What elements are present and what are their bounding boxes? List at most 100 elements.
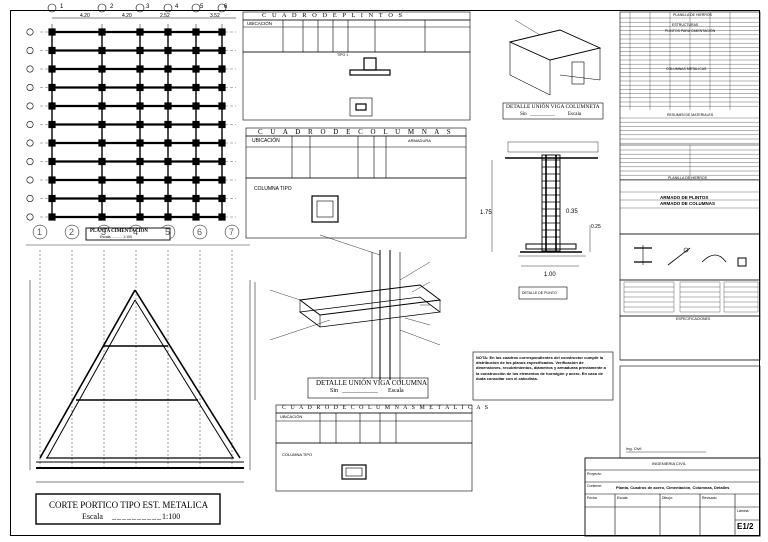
- plan-axis-5: 5: [200, 4, 204, 10]
- plan-node: [192, 120, 200, 129]
- portico-axis-number: 5: [165, 227, 171, 237]
- nota-text: NOTA: En los cuadros correspondientes de…: [476, 355, 606, 381]
- metalicas-title: C U A D R O D E C O L U M N A S M E T A …: [282, 405, 490, 411]
- plan-node: [98, 157, 106, 166]
- portico-axis-circle: [192, 224, 208, 240]
- plan-node: [48, 176, 56, 184]
- column-dim-small: 0.25: [591, 224, 601, 230]
- plan-span-4: 3.52: [210, 13, 220, 19]
- plan-node: [48, 157, 56, 166]
- tb-revisado-label: Revisado: [702, 496, 717, 500]
- plan-node: [136, 157, 144, 166]
- nota-box: [472, 351, 614, 401]
- plan-node: [218, 176, 226, 184]
- detalle-mid-line: ____________: [342, 388, 378, 394]
- plan-node: [164, 120, 172, 129]
- portico-axis-number: 2: [69, 227, 75, 237]
- column-elevation: [491, 141, 599, 300]
- schedule-section-2: PLINTOS PARA CIMENTACIÓN: [665, 29, 716, 33]
- plan-axis-circle: [26, 158, 34, 166]
- plan-node: [164, 28, 172, 36]
- plan-node: [192, 28, 200, 36]
- tb-dibujo-label: Dibujo:: [662, 496, 673, 500]
- plan-node: [192, 139, 200, 147]
- plan-title: PLANTA CIMENTACIÓN: [90, 229, 149, 234]
- columnas-title: C U A D R O D E C O L U M N A S: [258, 128, 454, 136]
- portico-axis-number: 1: [37, 227, 43, 237]
- plan-axis-circle: [26, 121, 34, 129]
- portico-scale-value: 1:100: [162, 512, 181, 521]
- plan-axis-1: 1: [60, 4, 64, 10]
- column-dim-side: 0.35: [566, 209, 578, 215]
- plan-axis-6: 6: [224, 4, 228, 10]
- plan-node: [218, 28, 226, 36]
- columnas-col-armadura: ARMADURA: [408, 138, 431, 143]
- tb-escala-label: Escala: [617, 496, 628, 500]
- plan-node: [98, 28, 106, 36]
- columnas-col-ubicacion: UBICACIÓN: [252, 138, 280, 144]
- plan-node: [48, 46, 56, 55]
- plan-node: [192, 176, 200, 184]
- plan-axis-circle: [163, 3, 173, 13]
- specs-title: ESPECIFICACIONES: [676, 317, 711, 321]
- metalicas-col-ubicacion: UBICACIÓN: [280, 414, 303, 419]
- schedule-section-3: COLUMNAS METALICAS: [666, 67, 707, 71]
- plan-node: [218, 157, 226, 166]
- plan-node: [218, 83, 226, 92]
- plan-node: [98, 102, 106, 110]
- schedule-section-1: ESTRUCTURAS: [672, 23, 699, 27]
- plan-node: [136, 46, 144, 55]
- plan-node: [136, 83, 144, 92]
- plan-node: [48, 194, 56, 203]
- plan-node: [136, 213, 144, 221]
- schedule-section-4: RESUMEN DE MATERIALES: [667, 113, 714, 117]
- beam-columneta-detail: [502, 19, 604, 120]
- plan-node: [164, 83, 172, 92]
- plan-node: [98, 139, 106, 147]
- plan-node: [164, 213, 172, 221]
- plan-node: [48, 28, 56, 36]
- portico-axis-circle: [32, 224, 48, 240]
- plan-node: [218, 102, 226, 110]
- columnas-columna-tipo: COLUMNA TIPO: [254, 186, 292, 192]
- plan-node: [218, 139, 226, 147]
- plan-node: [136, 120, 144, 129]
- detalle-mid-title: DETALLE UNIÓN VIGA COLUMNA: [316, 379, 428, 387]
- plan-axis-circle: [217, 3, 227, 13]
- plan-node: [164, 157, 172, 166]
- plan-node: [192, 157, 200, 166]
- schedule-armado-plintos: ARMADO DE PLINTOS: [660, 195, 709, 200]
- title-block: [584, 457, 761, 537]
- plan-node: [48, 102, 56, 110]
- plan-node: [218, 194, 226, 203]
- portico-axis-number: 7: [229, 227, 235, 237]
- portico-axis-number: 6: [197, 227, 203, 237]
- plan-axis-circle: [26, 84, 34, 92]
- schedule-section-5: PLANILLA DE HIERROS: [668, 176, 707, 180]
- plan-node: [164, 65, 172, 73]
- plan-scale: Escala ........... 1:100: [100, 235, 132, 239]
- plan-node: [164, 102, 172, 110]
- foundation-plan: [26, 3, 236, 221]
- plan-axis-circle: [26, 176, 34, 184]
- portico-scale-label: Escala: [82, 512, 103, 521]
- portico-scale-line: __________: [112, 512, 162, 521]
- plintos-table: [242, 11, 471, 121]
- plan-axis-4: 4: [175, 4, 179, 10]
- plan-node: [98, 176, 106, 184]
- tb-lamina-label: Lámina: [737, 509, 749, 513]
- plan-node: [98, 213, 106, 221]
- plan-node: [192, 194, 200, 203]
- plan-node: [218, 120, 226, 129]
- portico-axis-circle: [64, 224, 80, 240]
- plan-node: [48, 213, 56, 221]
- plan-node: [136, 65, 144, 73]
- plan-node: [164, 194, 172, 203]
- schedule-title: PLANILLA DE HIERROS: [673, 13, 712, 17]
- plan-node: [136, 139, 144, 147]
- portico-axis-circle: [224, 224, 240, 240]
- portico-axis-number: 3: [101, 227, 107, 237]
- plan-node: [98, 46, 106, 55]
- plintos-tipo-label: TIPO 1: [337, 53, 349, 57]
